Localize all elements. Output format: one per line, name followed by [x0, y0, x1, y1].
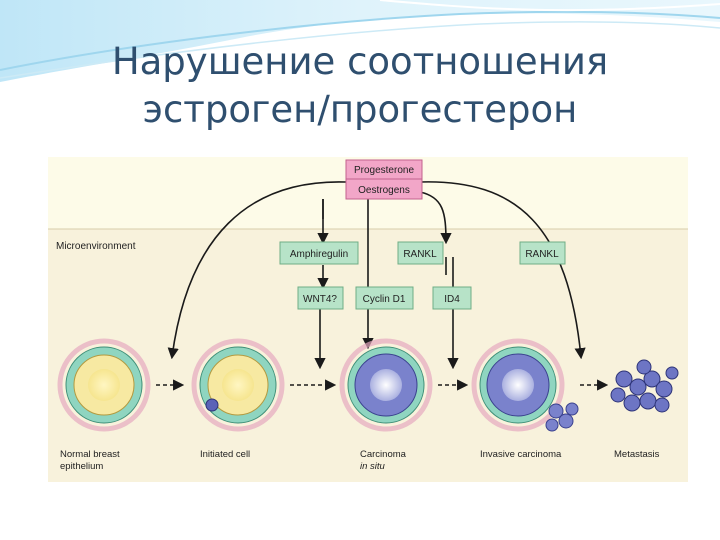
stage-3-caption-line-1: Carcinoma	[360, 449, 407, 460]
id4-label: ID4	[444, 294, 460, 305]
wnt4-box: WNT4?	[297, 286, 344, 310]
carcinoma-in-situ-illustration	[339, 338, 433, 432]
stage-4-caption: Invasive carcinoma	[480, 449, 562, 460]
arrow-hormone-to-metastasis	[419, 181, 586, 360]
oestrogens-label: Oestrogens	[358, 185, 410, 196]
wnt4-label: WNT4?	[303, 294, 337, 305]
microenvironment-label: Microenvironment	[56, 241, 136, 252]
amphiregulin-box: Amphiregulin	[279, 241, 359, 265]
stage-2-caption: Initiated cell	[200, 449, 250, 460]
stage-5-caption: Metastasis	[614, 449, 660, 460]
stage-1-caption-line-2: epithelium	[60, 461, 103, 472]
rankl-right-box: RANKL	[519, 241, 566, 265]
normal-duct-illustration	[57, 338, 151, 432]
invasive-carcinoma-illustration	[471, 338, 579, 432]
title-line-2: эстроген/прогестерон	[142, 88, 578, 131]
cyclin-d1-label: Cyclin D1	[363, 294, 406, 305]
rankl-center-label: RANKL	[403, 249, 437, 260]
initiated-duct-illustration	[191, 338, 285, 432]
arrow-to-rankl-center	[419, 191, 452, 245]
stage-1-caption-line-1: Normal breast	[60, 449, 120, 460]
cyclin-d1-box: Cyclin D1	[355, 286, 414, 310]
progesterone-label: Progesterone	[354, 165, 414, 176]
id4-box: ID4	[432, 286, 472, 310]
metastasis-illustration	[610, 359, 679, 413]
rankl-center-box: RANKL	[397, 241, 444, 265]
stage-3-caption-line-2: in situ	[360, 461, 386, 472]
arrow-hormone-to-normal	[167, 181, 347, 360]
hormone-box: Progesterone Oestrogens	[345, 159, 423, 200]
cancer-progression-diagram: Microenvironment Progesterone Oestrogens…	[48, 157, 688, 482]
title-line-1: Нарушение соотношения	[111, 40, 609, 83]
rankl-right-label: RANKL	[525, 249, 559, 260]
header-swoosh	[0, 0, 720, 82]
amphiregulin-label: Amphiregulin	[290, 249, 348, 260]
slide-title: Нарушение соотношения эстроген/прогестер…	[0, 38, 720, 134]
diagram-canvas: Microenvironment Progesterone Oestrogens…	[48, 157, 688, 482]
